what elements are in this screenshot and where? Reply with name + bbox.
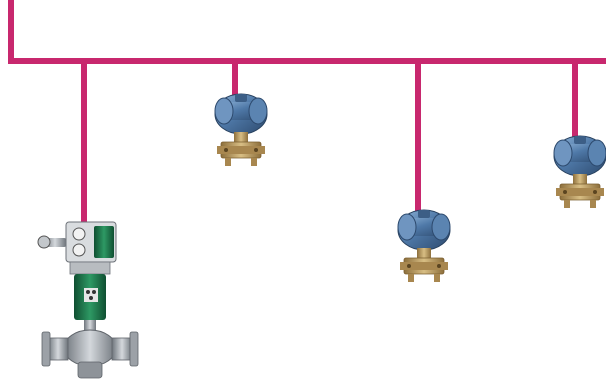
pressure-transmitter-icon	[554, 136, 606, 208]
control-valve-icon	[38, 222, 138, 378]
fieldbus-trunk	[8, 0, 606, 64]
spur-control-valve	[81, 60, 87, 224]
spur-transmitter-1	[232, 60, 238, 96]
spur-transmitter-3	[572, 60, 578, 138]
spur-transmitter-2	[415, 60, 421, 212]
fieldbus-spurs	[81, 60, 578, 224]
pressure-transmitter-icon	[215, 94, 267, 166]
pressure-transmitter-icon	[398, 210, 450, 282]
